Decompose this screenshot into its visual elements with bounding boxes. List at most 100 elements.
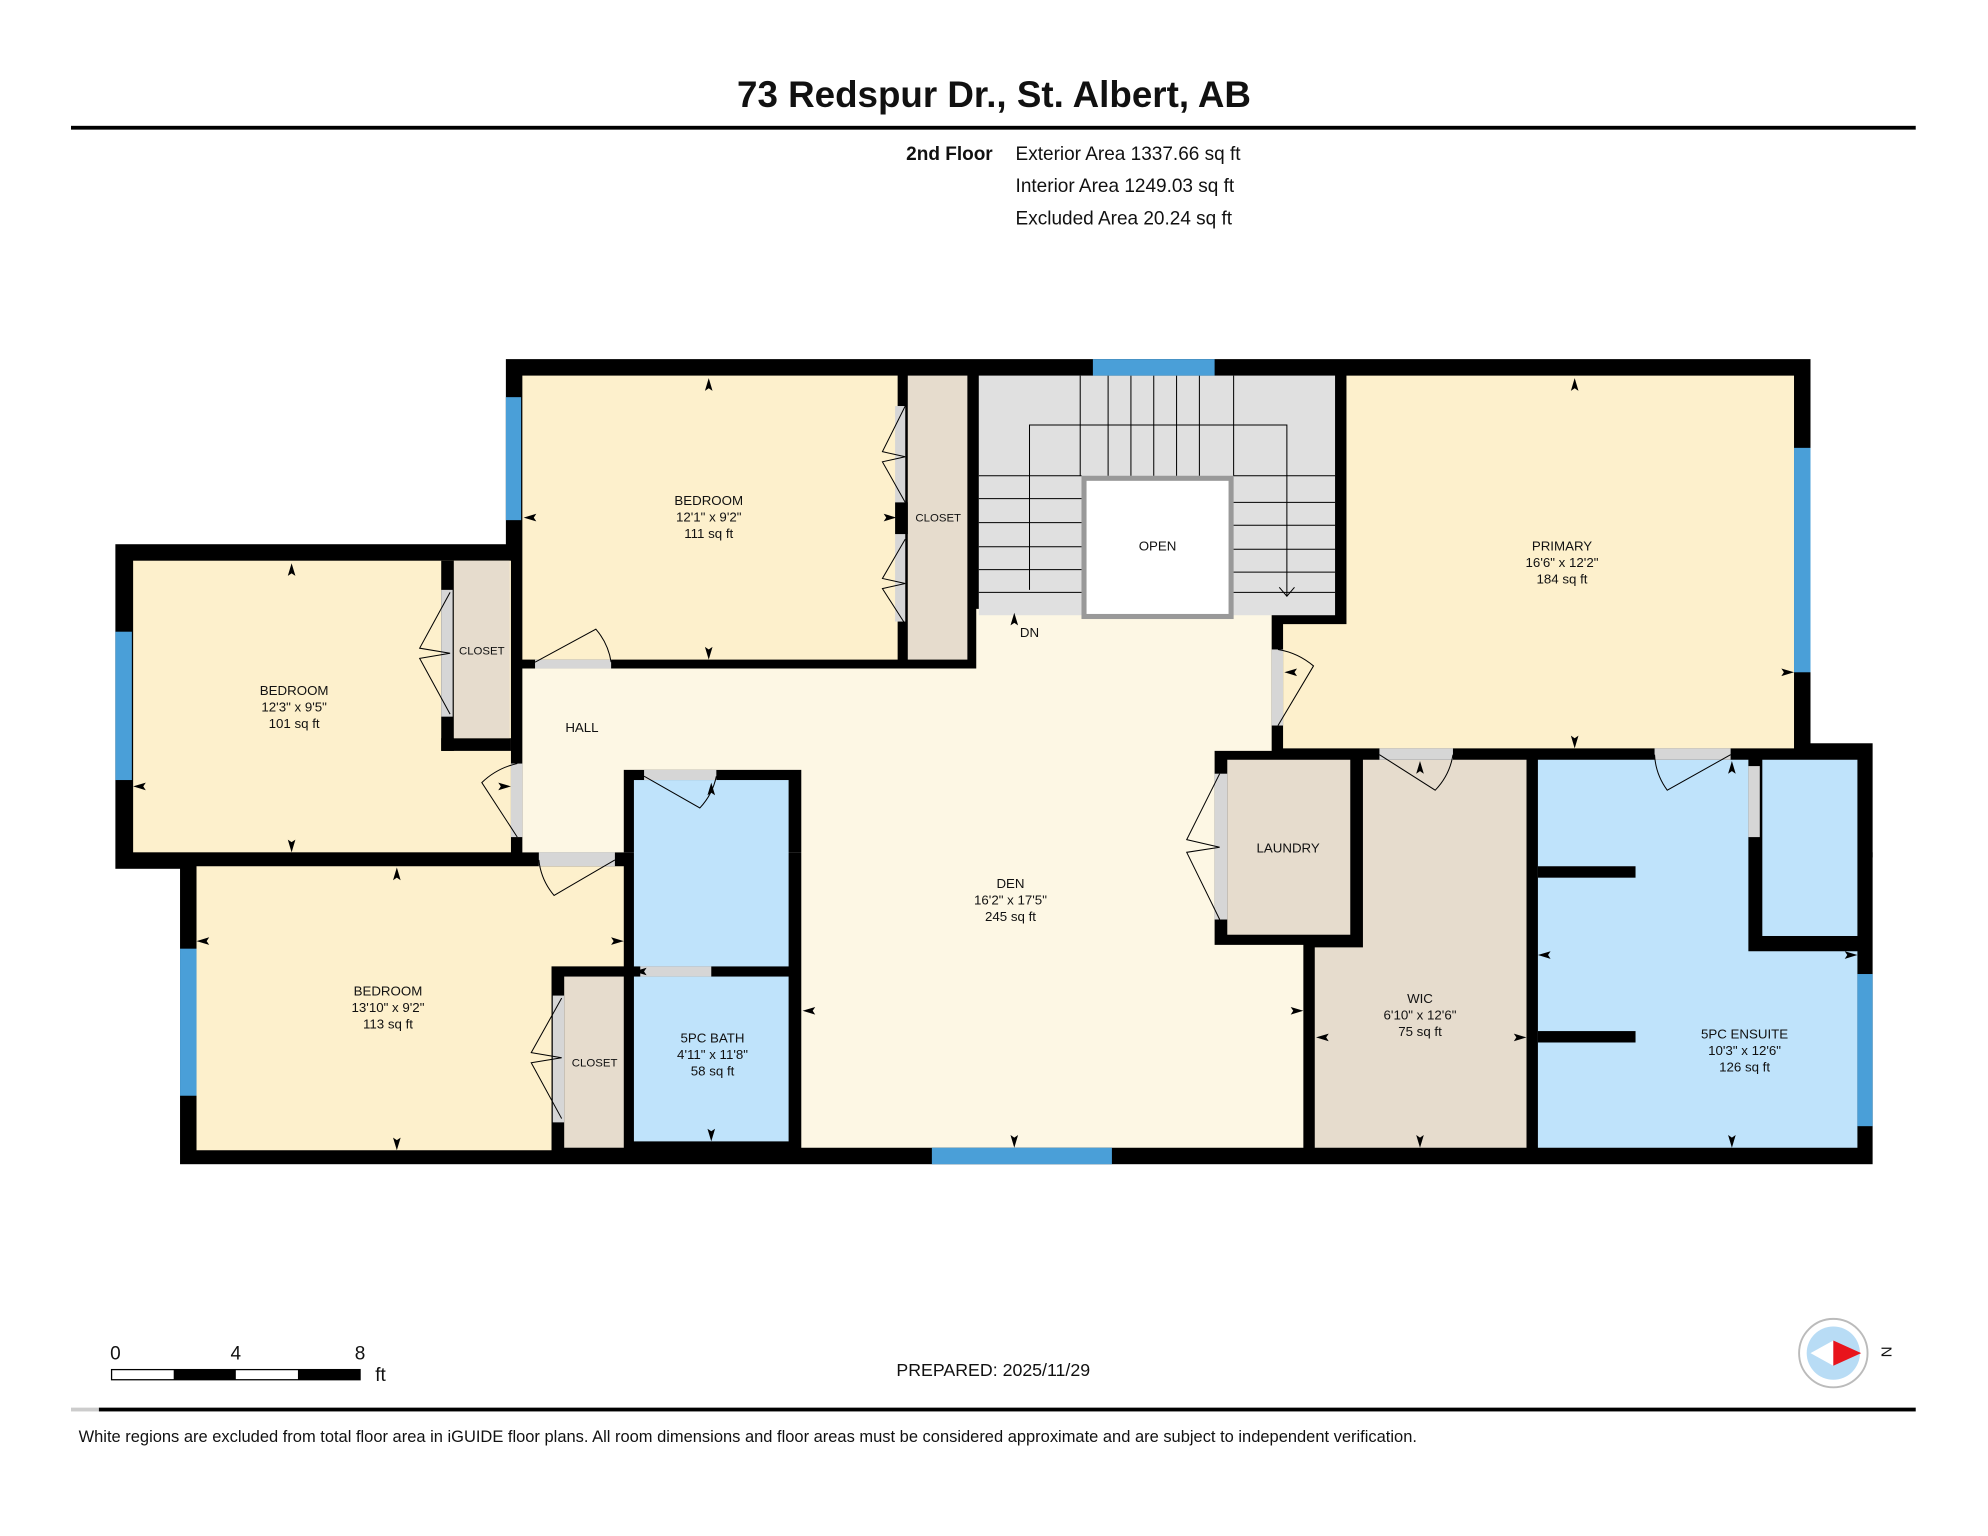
scale-tick: 8 bbox=[355, 1343, 366, 1364]
room-dims: 6'10" x 12'6" bbox=[1384, 1008, 1457, 1023]
room-area: 184 sq ft bbox=[1536, 572, 1587, 587]
stair-treads bbox=[978, 375, 1336, 597]
dimension-arrow-icon bbox=[775, 967, 789, 976]
door-bath bbox=[644, 769, 717, 781]
dimension-arrow-icon bbox=[704, 646, 713, 660]
dimension-arrow-icon bbox=[523, 513, 537, 522]
laundry-area bbox=[1227, 759, 1351, 935]
room-area: 58 sq ft bbox=[691, 1063, 735, 1078]
dimension-arrow-icon bbox=[707, 1128, 716, 1142]
dimension-arrow-icon bbox=[1316, 1033, 1329, 1042]
primary-area bbox=[1283, 375, 1795, 749]
room-name: BEDROOM bbox=[674, 493, 743, 508]
dimension-arrow-icon bbox=[1513, 1033, 1527, 1042]
stairs-down-label: DN bbox=[1020, 625, 1039, 640]
dimension-arrow-icon bbox=[1290, 1006, 1304, 1015]
dimension-arrow-icon bbox=[1781, 668, 1795, 677]
room-name: 5PC BATH bbox=[681, 1030, 745, 1045]
bedroom-top-area bbox=[522, 375, 898, 660]
windows bbox=[115, 359, 1873, 1165]
room-area: 101 sq ft bbox=[269, 716, 320, 731]
door-closet-bottom bbox=[552, 995, 565, 1123]
interior-area: Interior Area 1249.03 sq ft bbox=[1016, 176, 1235, 197]
dimension-arrow-icon bbox=[196, 937, 210, 945]
window bbox=[180, 948, 197, 1096]
dimension-arrow-icon bbox=[1728, 761, 1736, 774]
room-area: 126 sq ft bbox=[1719, 1060, 1770, 1075]
closet-label: CLOSET bbox=[459, 646, 505, 658]
rooms bbox=[133, 375, 1858, 1151]
scale-unit: ft bbox=[375, 1365, 386, 1386]
hall-label: HALL bbox=[565, 720, 598, 735]
room-name: BEDROOM bbox=[260, 683, 329, 698]
header-divider bbox=[71, 125, 1916, 130]
door-bedroom-top bbox=[535, 659, 612, 669]
footer-divider bbox=[98, 1407, 1916, 1412]
closet-label: CLOSET bbox=[915, 512, 961, 524]
dimension-arrow-icon bbox=[704, 378, 713, 391]
compass-north: N bbox=[1878, 1346, 1895, 1357]
door-bedroom-left bbox=[510, 763, 523, 838]
dimension-arrow-icon bbox=[287, 839, 296, 853]
footer-divider-start bbox=[71, 1407, 99, 1412]
window bbox=[1794, 447, 1811, 673]
dimension-arrow-icon bbox=[802, 1006, 816, 1015]
dimension-arrow-icon bbox=[707, 782, 716, 796]
closet-left-area bbox=[453, 560, 510, 739]
bedroom-bottom-area bbox=[196, 866, 624, 1151]
excluded-area: Excluded Area 20.24 sq ft bbox=[1016, 209, 1233, 230]
den-area bbox=[522, 608, 1304, 1148]
dimension-arrow-icon bbox=[883, 513, 897, 522]
dimension-arrow-icon bbox=[287, 563, 296, 576]
window bbox=[1092, 359, 1215, 376]
window bbox=[505, 397, 522, 521]
room-name: 5PC ENSUITE bbox=[1701, 1027, 1788, 1042]
dimension-arrow-icon bbox=[1284, 668, 1298, 677]
floor-label: 2nd Floor bbox=[906, 144, 993, 165]
closet-top-area bbox=[907, 375, 968, 660]
window bbox=[1857, 974, 1873, 1127]
bath-upper-area bbox=[633, 780, 789, 967]
dimension-arrow-icon bbox=[611, 937, 624, 945]
door-bath-slider bbox=[640, 966, 712, 977]
dimension-arrow-icon bbox=[1416, 1135, 1424, 1148]
window bbox=[115, 631, 132, 781]
dimension-arrow-icon bbox=[133, 782, 146, 791]
page-title: 73 Redspur Dr., St. Albert, AB bbox=[737, 74, 1251, 115]
doors[interactable] bbox=[418, 405, 1760, 1123]
room-name: PRIMARY bbox=[1532, 539, 1592, 554]
ensuite-area bbox=[1537, 759, 1858, 1148]
room-area: 75 sq ft bbox=[1398, 1024, 1442, 1039]
door-laundry bbox=[1214, 773, 1228, 920]
room-area: 111 sq ft bbox=[684, 526, 733, 541]
dimension-arrow-icon bbox=[1728, 1135, 1736, 1148]
scale-tick: 0 bbox=[110, 1343, 121, 1364]
room-name: WIC bbox=[1407, 991, 1433, 1006]
exterior-area: Exterior Area 1337.66 sq ft bbox=[1016, 144, 1242, 165]
dimension-arrow-icon bbox=[393, 1137, 401, 1151]
door-wic bbox=[1379, 748, 1453, 760]
room-dims: 4'11" x 11'8" bbox=[677, 1047, 748, 1062]
dimension-arrow-icon bbox=[1010, 612, 1019, 626]
dimension-arrow-icon bbox=[1570, 735, 1579, 749]
room-dims: 16'2" x 17'5" bbox=[974, 892, 1047, 907]
room-name: BEDROOM bbox=[354, 984, 423, 999]
room-area: 113 sq ft bbox=[363, 1017, 413, 1032]
scale-bar: 0 4 8 ft bbox=[110, 1343, 386, 1386]
dimension-arrow-icon bbox=[633, 967, 647, 976]
scale-tick: 4 bbox=[231, 1343, 242, 1364]
closet-bottom-area bbox=[564, 976, 624, 1148]
room-dims: 13'10" x 9'2" bbox=[351, 1000, 424, 1015]
compass-icon: N bbox=[1798, 1317, 1895, 1389]
room-area: 245 sq ft bbox=[985, 909, 1036, 924]
dimension-arrow-icon bbox=[1537, 951, 1551, 959]
room-labels: BEDROOM 12'1" x 9'2" 111 sq ft BEDROOM 1… bbox=[260, 493, 1789, 1079]
closet-label: CLOSET bbox=[572, 1058, 618, 1070]
dimension-arrow-icon bbox=[1844, 951, 1858, 959]
window bbox=[931, 1147, 1112, 1165]
disclaimer: White regions are excluded from total fl… bbox=[79, 1428, 1417, 1446]
dimension-arrow-icon bbox=[1570, 378, 1579, 391]
room-dims: 12'1" x 9'2" bbox=[676, 509, 742, 524]
door-ensuite bbox=[1654, 748, 1731, 760]
